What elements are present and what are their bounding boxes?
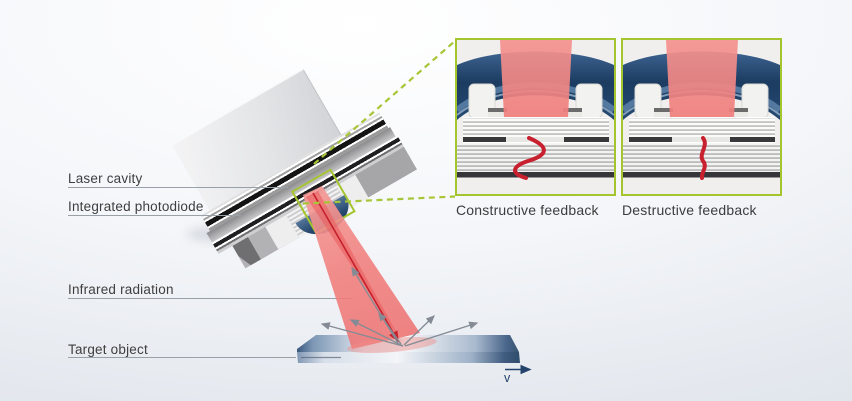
caption-destructive-feedback: Destructive feedback (622, 202, 757, 218)
upper-mirror-stack (463, 117, 609, 138)
constructive-wave (513, 136, 546, 180)
scatter-arrow-in-beam (351, 266, 399, 344)
upper-mirror-stack (629, 117, 775, 138)
inset-panel-destructive (621, 38, 782, 196)
scatter-arrow (404, 321, 479, 347)
target-object-slab (297, 335, 520, 363)
label-integrated-photodiode: Integrated photodiode (68, 199, 204, 214)
constructive-inset-drawing (457, 40, 614, 194)
inset-panel-constructive (455, 38, 616, 196)
scatter-arrow (403, 315, 435, 346)
label-laser-cavity: Laser cavity (68, 171, 143, 186)
caption-constructive-feedback: Constructive feedback (456, 202, 599, 218)
scatter-arrow (320, 322, 404, 347)
laser-device (156, 34, 444, 293)
beam-spot-glow (347, 336, 437, 354)
contact-pad-right (729, 108, 748, 113)
label-infrared-radiation: Infrared radiation (68, 282, 174, 297)
destructive-wave (699, 136, 707, 180)
inset-beam (500, 40, 572, 117)
contact-pad-left (654, 108, 673, 113)
contact-pad-left (488, 108, 507, 113)
scatter-arrow (378, 311, 402, 345)
velocity-arrow: v (504, 364, 532, 385)
scatter-arrows (320, 266, 479, 347)
scatter-arrow (349, 319, 404, 347)
contact-pad-right (563, 108, 582, 113)
substrate-layer (457, 172, 614, 178)
velocity-label: v (504, 371, 511, 385)
label-target-object: Target object (68, 342, 148, 357)
inset-beam (666, 40, 738, 117)
destructive-inset-drawing (623, 40, 780, 194)
